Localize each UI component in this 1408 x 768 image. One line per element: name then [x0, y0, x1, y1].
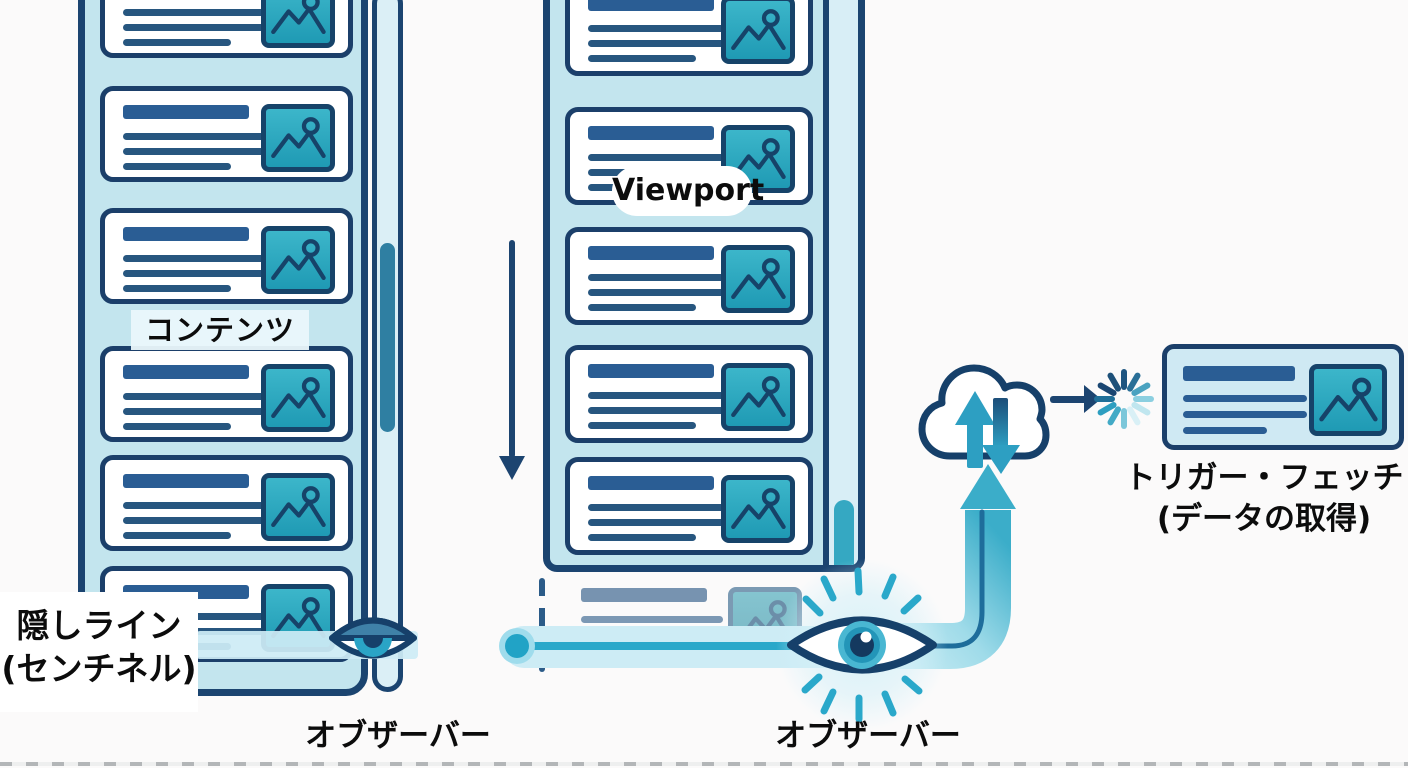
viewport-card — [565, 227, 813, 325]
card-title-bar — [123, 365, 249, 379]
card-text-line — [123, 285, 231, 292]
card-text-line — [588, 392, 730, 399]
content-card — [100, 86, 353, 182]
image-placeholder-icon — [261, 104, 335, 172]
viewport-panel — [543, 0, 865, 572]
sentinel-label-line1: 隠しライン — [16, 606, 182, 645]
card-text-line — [1183, 395, 1307, 402]
card-title-bar — [123, 227, 249, 241]
card-title-bar — [581, 588, 707, 602]
bottom-edge-line — [0, 762, 1408, 766]
image-placeholder-icon — [721, 245, 795, 313]
viewport-card — [565, 457, 813, 555]
observer-eye-icon-right — [776, 559, 948, 731]
viewport-label: Viewport — [612, 166, 764, 216]
image-placeholder-icon — [261, 226, 335, 294]
fetched-card — [1162, 344, 1404, 450]
card-title-bar — [123, 474, 249, 488]
card-text-line — [588, 289, 730, 296]
trigger-fetch-line1: トリガー・フェッチ — [1124, 460, 1404, 496]
card-text-line — [588, 407, 730, 414]
card-text-line — [123, 532, 231, 539]
card-text-line — [588, 304, 696, 311]
trigger-fetch-line2: (データの取得) — [1156, 501, 1372, 537]
card-text-line — [581, 616, 723, 623]
content-card — [100, 208, 353, 304]
card-text-line — [123, 148, 265, 155]
card-text-line — [123, 133, 265, 140]
card-text-line — [588, 534, 696, 541]
image-placeholder-icon — [721, 0, 795, 64]
image-placeholder-icon — [721, 475, 795, 543]
card-text-line — [123, 9, 265, 16]
card-title-bar — [588, 126, 714, 140]
content-scrollbar — [372, 0, 403, 692]
card-text-line — [588, 504, 730, 511]
content-label: コンテンツ — [131, 310, 309, 350]
card-text-line — [588, 274, 730, 281]
content-card — [100, 455, 353, 551]
scrollbar-thumb — [380, 243, 395, 432]
content-card — [100, 346, 353, 442]
viewport-scrollbar-track — [829, 0, 858, 565]
card-title-bar — [588, 246, 714, 260]
content-label-text: コンテンツ — [144, 313, 295, 347]
download-arrow-icon — [982, 398, 1020, 474]
sentinel-dot — [505, 634, 529, 658]
card-text-line — [123, 270, 265, 277]
eye-rays — [801, 567, 923, 723]
viewport-inner-border — [823, 0, 829, 565]
observer-label-left: オブザーバー — [305, 718, 491, 754]
card-text-line — [123, 517, 265, 524]
content-card — [100, 0, 353, 58]
fetch-trigger-arrow — [880, 464, 1016, 669]
spinner-icon — [1094, 369, 1154, 429]
upload-arrow-icon — [955, 391, 995, 468]
card-text-line — [588, 154, 730, 161]
scroll-down-arrow-icon — [509, 240, 515, 458]
observer-label-right: オブザーバー — [775, 718, 961, 754]
card-text-line — [1183, 427, 1267, 434]
card-text-line — [588, 55, 696, 62]
image-placeholder-icon — [721, 363, 795, 431]
viewport-scrollbar-thumb — [834, 500, 854, 565]
card-title-bar — [588, 476, 714, 490]
scroll-down-arrowhead — [499, 456, 525, 480]
arrow-head — [1084, 385, 1101, 413]
card-text-line — [588, 422, 696, 429]
card-text-line — [123, 502, 265, 509]
offscreen-boundary-dashed-line — [539, 578, 545, 672]
card-text-line — [123, 163, 231, 170]
card-text-line — [588, 40, 730, 47]
cloud-sync-icon — [918, 364, 1050, 474]
sentinel-label: 隠しライン (センチネル) — [0, 592, 198, 712]
card-title-bar — [1183, 366, 1295, 381]
fetch-arrowhead — [960, 464, 1016, 509]
image-placeholder-icon — [261, 473, 335, 541]
card-text-line — [123, 393, 265, 400]
sentinel-line — [517, 642, 837, 650]
card-text-line — [123, 408, 265, 415]
sentinel-label-line2: (センチネル) — [1, 649, 197, 688]
image-placeholder-icon — [261, 0, 335, 48]
card-text-line — [1183, 411, 1307, 418]
viewport-card — [565, 0, 813, 76]
arrow-shaft — [1050, 396, 1088, 403]
image-placeholder-icon — [1309, 364, 1387, 436]
card-title-bar — [588, 0, 714, 11]
card-text-line — [588, 25, 730, 32]
card-text-line — [123, 39, 231, 46]
card-text-line — [123, 423, 231, 430]
observer-eye-icon-left — [329, 617, 417, 659]
card-text-line — [123, 255, 265, 262]
trigger-fetch-label: トリガー・フェッチ (データの取得) — [1118, 458, 1408, 540]
card-text-line — [588, 519, 730, 526]
card-title-bar — [123, 105, 249, 119]
card-text-line — [123, 24, 265, 31]
arrow-right-icon — [1050, 385, 1102, 415]
viewport-card — [565, 345, 813, 443]
card-title-bar — [588, 364, 714, 378]
image-placeholder-icon — [261, 364, 335, 432]
